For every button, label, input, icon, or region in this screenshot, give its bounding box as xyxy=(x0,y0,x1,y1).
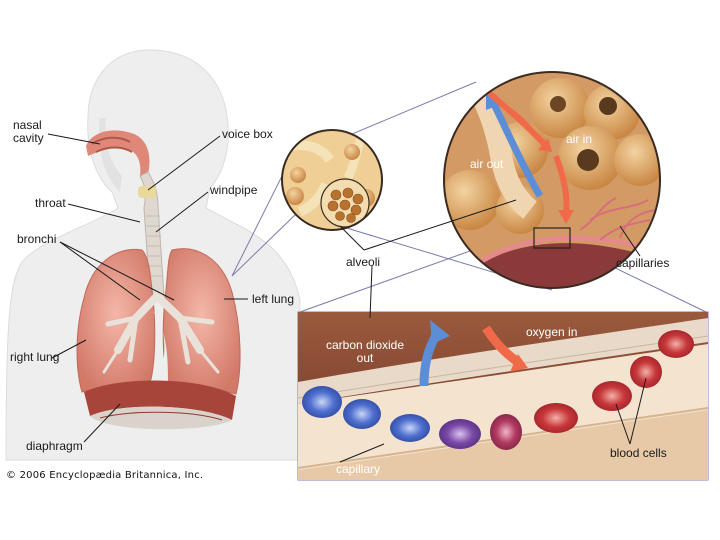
diaphragm xyxy=(84,380,236,430)
label-bronchi: bronchi xyxy=(17,232,57,246)
label-air-out: air out xyxy=(470,157,504,171)
blue-blood-cell xyxy=(302,386,342,418)
red-blood-cell xyxy=(534,403,578,433)
red-blood-cell xyxy=(592,381,632,411)
label-capillary: capillary xyxy=(336,462,381,476)
bronchi xyxy=(102,292,220,374)
red-blood-cell xyxy=(630,356,662,388)
label-carbon-dioxide-out: carbon dioxide out xyxy=(325,338,405,365)
copyright-credit: © 2006 Encyclopædia Britannica, Inc. xyxy=(6,470,204,481)
label-diaphragm: diaphragm xyxy=(26,439,83,453)
label-capillaries: capillaries xyxy=(616,256,670,270)
voice-box xyxy=(138,186,156,198)
red-blood-cell xyxy=(658,330,694,358)
capillary-panel xyxy=(298,312,708,480)
label-left-lung: left lung xyxy=(252,292,295,306)
oxygen-in-arrow xyxy=(482,325,521,366)
label-throat: throat xyxy=(35,196,66,210)
label-alveoli: alveoli xyxy=(346,255,381,269)
label-voice-box: voice box xyxy=(222,127,273,141)
label-windpipe: windpipe xyxy=(210,183,258,197)
windpipe xyxy=(138,171,165,297)
label-oxygen-in: oxygen in xyxy=(526,325,578,339)
label-nasal-cavity: nasal cavity xyxy=(13,118,44,145)
alveoli-magnifier-small xyxy=(281,129,383,231)
label-right-lung: right lung xyxy=(10,350,60,364)
blue-blood-cell xyxy=(390,414,430,442)
nasal-cavity xyxy=(86,130,150,176)
label-blood-cells: blood cells xyxy=(610,446,667,460)
leader-lines xyxy=(47,133,647,463)
blue-blood-cell xyxy=(343,399,381,429)
purple-blood-cell xyxy=(439,419,481,449)
red-purple-blood-cell xyxy=(490,414,522,450)
heart-area xyxy=(150,310,168,384)
label-air-in: air in xyxy=(566,132,593,146)
